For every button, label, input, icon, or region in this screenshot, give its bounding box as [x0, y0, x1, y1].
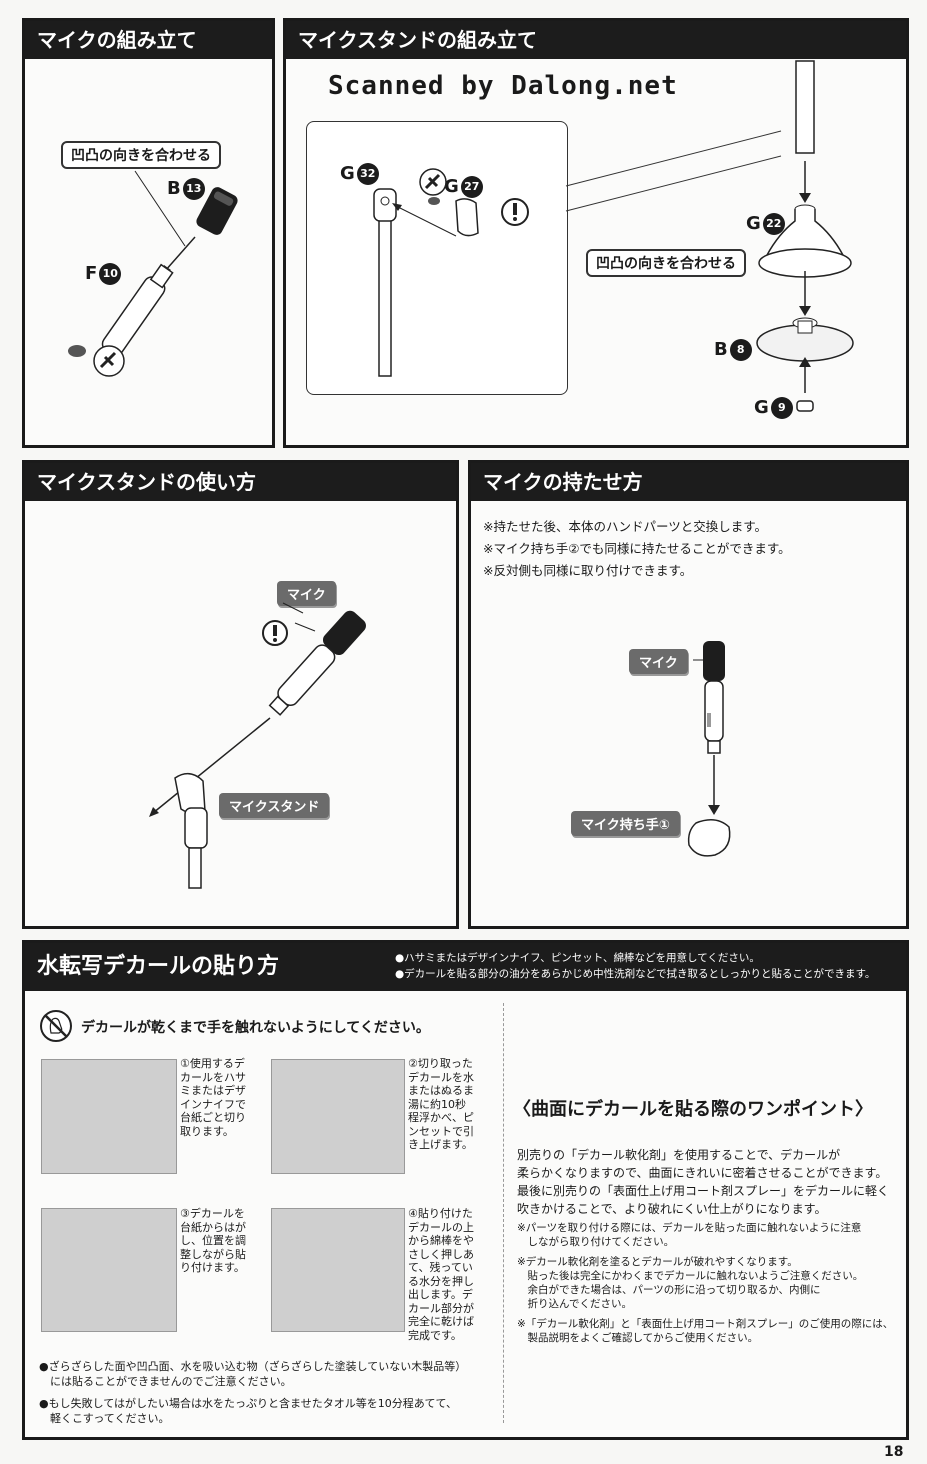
onepoint-note: 折り込んでください。	[517, 1298, 632, 1310]
part-letter: G	[754, 397, 769, 418]
part-number-badge: 8	[729, 339, 752, 361]
stand-usage-drawing	[149, 602, 366, 889]
decal-bottom-note: 軽くこすってください。	[39, 1412, 170, 1425]
step-3-photo	[41, 1208, 177, 1332]
part-number-badge: 13	[182, 178, 205, 200]
decal-title-bar: 水転写デカールの貼り方	[25, 943, 906, 991]
stand-usage-title: マイクスタンドの使い方	[25, 463, 456, 501]
mic-label: マイク	[629, 649, 688, 674]
decal-panel: 水転写デカールの貼り方 ●ハサミまたはデザインナイフ、ピンセット、綿棒などを用意…	[22, 940, 909, 1440]
decal-bottom-note: ●ざらざらした面や凹凸面、水を吸い込む物（ざらざらした塗装していない木製品等）	[39, 1360, 467, 1373]
step-2-text: ②切り取った デカールを水 またはぬるま 湯に約10秒 程浮かべ、ピ ンセットで…	[408, 1057, 474, 1151]
onepoint-note: ※「デカール軟化剤」と「表面仕上げ用コート剤スプレー」のご使用の際には、	[517, 1318, 894, 1330]
onepoint-title: 〈曲面にデカールを貼る際のワンポイント〉	[513, 1099, 873, 1120]
step-4-text: ④貼り付けた デカールの上 から綿棒をや さしく押しあ て、残ってい る水分を押…	[408, 1207, 474, 1342]
part-letter: B	[167, 178, 181, 199]
onepoint-note: ※デカール軟化剤を塗るとデカールが破れやすくなります。	[517, 1256, 798, 1268]
holding-note: ※マイク持ち手②でも同様に持たせることができます。	[483, 541, 791, 556]
onepoint-note: ※パーツを取り付ける際には、デカールを貼った面に触れないように注意	[517, 1222, 862, 1234]
decal-bottom-note: ●もし失敗してはがしたい場合は水をたっぷりと含ませたタオル等を10分程あてて、	[39, 1397, 457, 1410]
mic-holding-panel: マイクの持たせ方 ※持たせた後、本体のハンドパーツと交換します。 ※マイク持ち手…	[468, 460, 909, 929]
decal-header-note: ●ハサミまたはデザインナイフ、ピンセット、綿棒などを用意してください。	[395, 952, 760, 964]
step-1-text: ①使用するデ カールをハサ ミまたはデザ インナイフで 台紙ごと切り 取ります。	[180, 1057, 246, 1138]
mic-label: マイク	[277, 581, 336, 606]
no-touch-icon	[40, 1010, 72, 1042]
onepoint-body: 吹きかけることで、より破れにくい仕上がりになります。	[517, 1202, 827, 1216]
stand-assembly-drawing	[373, 60, 854, 412]
holding-note: ※反対側も同様に取り付けできます。	[483, 563, 693, 578]
part-letter: G	[444, 176, 459, 197]
caution-icon	[501, 198, 529, 226]
step-1-photo	[41, 1059, 177, 1174]
part-letter: G	[746, 213, 761, 234]
decal-title: 水転写デカールの貼り方	[37, 954, 280, 979]
page-number: 18	[884, 1444, 904, 1460]
onepoint-body: 別売りの「デカール軟化剤」を使用することで、デカールが	[517, 1148, 841, 1162]
part-number-badge: 9	[770, 397, 793, 419]
mic-assembly-title: マイクの組み立て	[25, 21, 272, 59]
nub-icon	[419, 168, 447, 196]
stand-label: マイクスタンド	[219, 793, 330, 818]
decal-warning: デカールが乾くまで手を触れないようにしてください。	[81, 1020, 430, 1036]
part-number-badge: 27	[460, 176, 483, 198]
part-number-badge: 32	[356, 163, 379, 185]
part-number-badge: 10	[99, 263, 122, 285]
nub-icon	[93, 345, 125, 377]
part-letter: B	[714, 339, 728, 360]
onepoint-note: しながら取り付けてください。	[517, 1236, 675, 1248]
step-4-photo	[271, 1208, 405, 1332]
part-number-badge: 22	[762, 213, 785, 235]
stand-assembly-title: マイクスタンドの組み立て	[286, 21, 906, 59]
onepoint-note: 製品説明をよくご確認してからご使用ください。	[517, 1332, 759, 1344]
decal-divider	[503, 1003, 504, 1423]
mic-holding-title: マイクの持たせ方	[471, 463, 906, 501]
mic-assembly-drawing	[68, 170, 238, 357]
zoom-inset	[306, 121, 568, 395]
onepoint-body: 柔らかくなりますので、曲面にきれいに密着させることができます。	[517, 1166, 888, 1180]
onepoint-note: 余白ができた場合は、パーツの形に沿って切り取るか、内側に	[517, 1284, 821, 1296]
holding-note: ※持たせた後、本体のハンドパーツと交換します。	[483, 519, 767, 534]
part-letter: F	[85, 263, 98, 284]
step-3-text: ③デカールを 台紙からはが し、位置を調 整しながら貼 り付けます。	[180, 1207, 246, 1274]
hand-label: マイク持ち手①	[571, 811, 680, 836]
align-label: 凹凸の向きを合わせる	[586, 249, 746, 277]
onepoint-body: 最後に別売りの「表面仕上げ用コート剤スプレー」をデカールに軽く	[517, 1184, 890, 1198]
part-letter: G	[340, 163, 355, 184]
onepoint-note: 貼った後は完全にかわくまでデカールに触れないようご注意ください。	[517, 1270, 864, 1282]
stand-usage-panel: マイクスタンドの使い方 マイク マイクスタンド	[22, 460, 459, 929]
decal-bottom-note: には貼ることができませんのでご注意ください。	[39, 1375, 292, 1388]
step-2-photo	[271, 1059, 405, 1174]
caution-icon	[262, 620, 288, 646]
mic-holding-drawing	[687, 641, 731, 857]
align-label: 凹凸の向きを合わせる	[61, 141, 221, 169]
watermark: Scanned by Dalong.net	[328, 71, 678, 101]
decal-header-note: ●デカールを貼る部分の油分をあらかじめ中性洗剤などで拭き取るとしっかりと貼ること…	[395, 968, 876, 980]
